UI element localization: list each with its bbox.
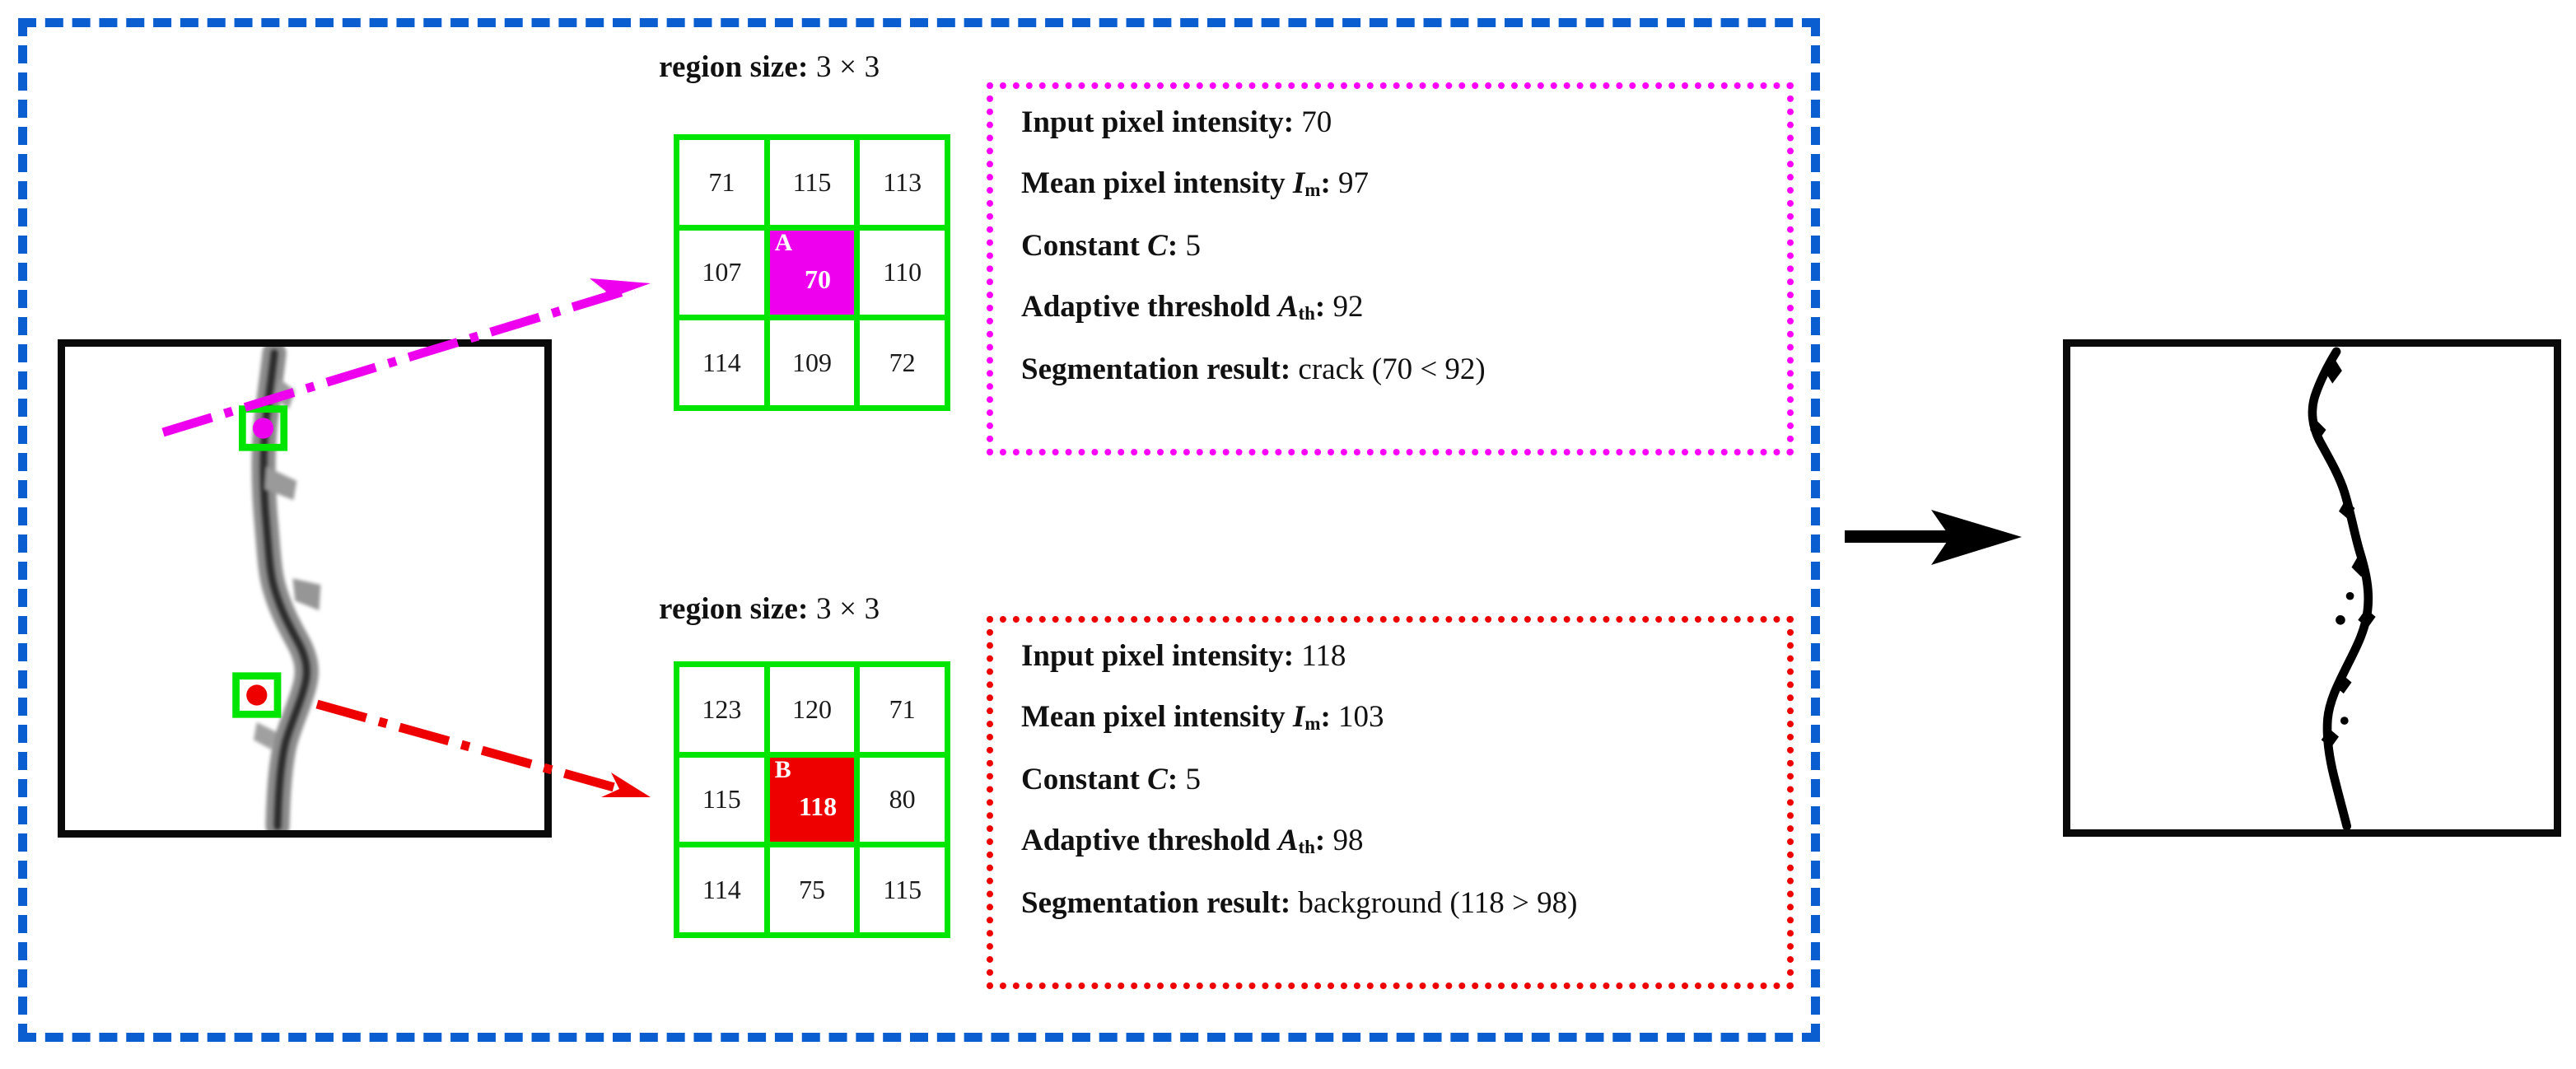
region-a-cell-7: 109 [769, 320, 855, 405]
panel-a-line-3-label: Adaptive threshold [1021, 290, 1271, 324]
region-a-cell-1: 115 [769, 140, 855, 225]
panel-b-line-2-value: 5 [1185, 763, 1201, 797]
panel-a-line-4-value: crack (70 < 92) [1298, 352, 1486, 387]
panel-b-line-4-value: background (118 > 98) [1298, 886, 1578, 921]
crack-binary-svg [2070, 347, 2554, 829]
panel-a-line-1-sym-base: I [1292, 166, 1305, 200]
panel-b-line-3: Adaptive threshold Ath: 98 [1021, 825, 1762, 857]
region-a-caption-dims: 3 × 3 [816, 50, 880, 84]
region-b-cell-3: 115 [679, 757, 764, 843]
panel-a-line-1: Mean pixel intensity Im: 97 [1021, 168, 1762, 200]
region-b-cell-6: 114 [679, 847, 764, 932]
outer-dashed-frame [18, 18, 1820, 1042]
panel-b-line-2-symbol: C [1147, 763, 1168, 797]
region-b-cell-7: 75 [769, 847, 855, 932]
region-b-center-tag: B [774, 755, 791, 783]
panel-a-line-3-sym-base: A [1277, 290, 1299, 324]
region-a-center-cell: A 70 [769, 228, 855, 315]
result-binary-image [2063, 339, 2561, 837]
sample-box-b [232, 672, 282, 718]
region-b-cell-1: 120 [769, 667, 855, 752]
region-a-grid: 71 115 113 107 A 70 110 114 109 72 [674, 134, 950, 411]
region-a-cell-5: 110 [860, 230, 945, 315]
panel-b-line-1-label: Mean pixel intensity [1021, 700, 1286, 734]
region-b-caption-label: region size [659, 592, 799, 626]
region-a-caption: region size: 3 × 3 [659, 49, 880, 85]
panel-a-line-0-label: Input pixel intensity: [1021, 105, 1295, 139]
region-b-caption: region size: 3 × 3 [659, 591, 880, 627]
region-a-cell-6: 114 [679, 320, 764, 405]
region-a-cell-3: 107 [679, 230, 764, 315]
panel-a-line-0-value: 70 [1301, 105, 1332, 139]
panel-a-line-2: Constant C: 5 [1021, 231, 1762, 261]
region-b-cell-2: 71 [860, 667, 945, 752]
panel-a-line-1-sym-sub: m [1304, 180, 1321, 201]
panel-b-line-1-sym-sub: m [1304, 713, 1321, 735]
panel-b-line-2-label: Constant [1021, 763, 1140, 797]
region-b-cell-0: 123 [679, 667, 764, 752]
panel-b-line-3-symbol: Ath [1278, 824, 1315, 857]
panel-b-line-3-suffix: : [1314, 824, 1326, 858]
crack-grayscale-svg [65, 347, 544, 830]
region-a-caption-sep: : [798, 50, 816, 84]
panel-a-line-0: Input pixel intensity: 70 [1021, 107, 1762, 138]
region-b-grid: 123 120 71 115 B 118 80 114 75 115 [674, 661, 950, 938]
panel-b-line-0: Input pixel intensity: 118 [1021, 641, 1762, 671]
region-a-center-tag: A [774, 228, 793, 256]
panel-b-line-4: Segmentation result: background (118 > 9… [1021, 888, 1762, 918]
panel-a-line-3-suffix: : [1314, 290, 1326, 324]
region-a-cell-2: 113 [860, 140, 945, 225]
panel-a-line-3-value: 92 [1332, 290, 1364, 324]
info-panel-b: Input pixel intensity: 118 Mean pixel in… [987, 616, 1794, 989]
panel-b-line-3-sym-sub: th [1298, 837, 1315, 858]
info-panel-a: Input pixel intensity: 70 Mean pixel int… [987, 82, 1794, 455]
region-b-center-cell: B 118 [769, 755, 855, 843]
panel-a-line-3-symbol: Ath [1278, 290, 1315, 324]
panel-a-line-2-label: Constant [1021, 229, 1140, 264]
panel-a-line-4-label: Segmentation result: [1021, 352, 1291, 387]
region-b-center-value: 118 [798, 791, 838, 822]
source-crack-image [58, 339, 552, 838]
panel-b-line-1: Mean pixel intensity Im: 103 [1021, 702, 1762, 734]
region-b-cell-5: 80 [860, 757, 945, 843]
process-arrow-icon [1845, 510, 2022, 565]
panel-b-line-3-label: Adaptive threshold [1021, 824, 1271, 858]
panel-a-line-1-value: 97 [1338, 166, 1370, 200]
panel-b-line-1-value: 103 [1338, 700, 1384, 734]
panel-b-line-1-symbol: Im [1293, 700, 1321, 734]
region-a-cell-0: 71 [679, 140, 764, 225]
sample-dot-a [252, 418, 274, 439]
panel-b-line-2-suffix: : [1167, 763, 1178, 797]
panel-b-line-2: Constant C: 5 [1021, 764, 1762, 795]
region-a-caption-label: region size [659, 50, 799, 84]
panel-b-line-1-suffix: : [1320, 700, 1331, 734]
region-b-caption-sep: : [798, 592, 816, 626]
panel-a-line-3: Adaptive threshold Ath: 92 [1021, 292, 1762, 324]
panel-b-line-3-sym-base: A [1277, 824, 1299, 858]
panel-a-line-3-sym-sub: th [1298, 303, 1315, 324]
region-b-caption-dims: 3 × 3 [816, 592, 880, 626]
panel-b-line-0-value: 118 [1301, 639, 1346, 673]
panel-a-line-1-label: Mean pixel intensity [1021, 166, 1286, 200]
region-a-center-value: 70 [804, 264, 831, 295]
panel-b-line-1-sym-base: I [1292, 700, 1305, 734]
region-a-cell-8: 72 [860, 320, 945, 405]
panel-a-line-2-value: 5 [1185, 229, 1201, 264]
panel-b-line-4-label: Segmentation result: [1021, 886, 1291, 921]
panel-a-line-1-symbol: Im [1293, 166, 1321, 200]
panel-b-line-0-label: Input pixel intensity: [1021, 639, 1295, 673]
region-b-cell-8: 115 [860, 847, 945, 932]
sample-dot-b [246, 684, 268, 706]
panel-a-line-2-suffix: : [1167, 229, 1178, 264]
panel-a-line-2-symbol: C [1147, 229, 1168, 264]
panel-a-line-4: Segmentation result: crack (70 < 92) [1021, 354, 1762, 385]
panel-b-line-3-value: 98 [1332, 824, 1364, 858]
panel-a-line-1-suffix: : [1320, 166, 1331, 200]
